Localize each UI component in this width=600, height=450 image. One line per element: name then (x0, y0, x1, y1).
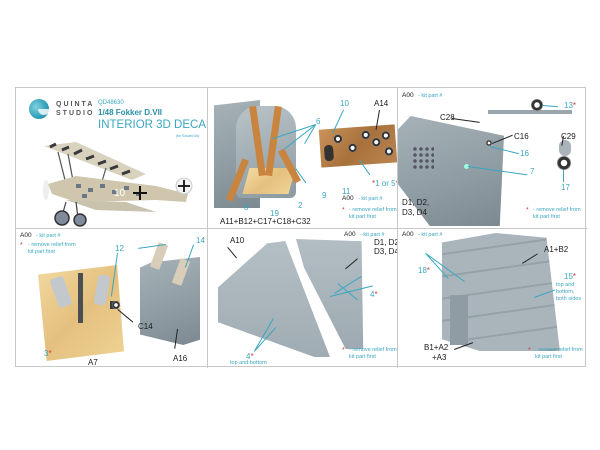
callout-19: 19 (270, 209, 279, 218)
part-c16: C16 (514, 132, 529, 141)
tail-panel: A00 - kit part # A10 D1, D2, D3, D4 4* 4… (208, 229, 397, 368)
callout-1-or-5: *1 or 5* (372, 179, 397, 188)
wing-panel: A00 - kit part # A1+B2 18* 15* top and b… (398, 229, 587, 368)
kit-note: (for Eduard kit) (176, 134, 200, 138)
part-c14: C14 (138, 322, 153, 331)
callout-16: 16 (520, 149, 529, 158)
legend-kit-part-text: - kit part # (358, 196, 383, 202)
legend-kit-part-text: - kit part # (36, 233, 61, 239)
legend-kit-part-text: - kit part # (360, 232, 385, 238)
callout-9: 9 (322, 191, 327, 200)
legend-kit-part-code: A00 (402, 231, 414, 238)
part-c28: C28 (440, 113, 455, 122)
legend-kit-part-code: A00 (402, 92, 414, 99)
legend-remove-relief-text: - remove relief from kit part first (349, 207, 397, 220)
callout-15: 15* (564, 272, 577, 281)
part-a3: +A3 (432, 353, 447, 362)
legend-kit-part-text: - kit part # (418, 232, 443, 238)
divider (16, 228, 587, 229)
legend-kit-part-code: A00 (20, 232, 32, 239)
part-c29: C29 (561, 132, 576, 141)
legend-star: * (20, 242, 23, 249)
fokker-biplane-image: 10 (43, 142, 193, 227)
instruction-sheet: QUINTA STUDIO QD48630 1/48 Fokker D.VII … (15, 87, 587, 368)
floor-board-image (38, 265, 124, 361)
instrument-gauge (323, 144, 334, 162)
legend-kit-part-code: A00 (342, 195, 354, 202)
callout-15-note: top and (556, 282, 575, 288)
part-a10: A10 (230, 236, 245, 245)
legend-remove-relief-text: - remove relief from kit part first (533, 207, 581, 220)
part-a14: A14 (374, 99, 389, 108)
floor-panel: A00 - kit part # * - remove relief from … (16, 229, 207, 368)
legend-kit-part-code: A00 (344, 231, 356, 238)
seat-panel: 10 A14 6 9 11 *1 or 5* 8 19 2 A11+B12+C1… (208, 88, 397, 228)
instrument-panel-image (318, 124, 397, 168)
part-d1-d2: D1, D2, (374, 238, 397, 247)
part-d3-d4: D3, D4 (374, 247, 397, 256)
callout-4-left: 4* (246, 352, 254, 361)
quinta-studio-logo-icon (29, 99, 50, 119)
part-d3-d4: D3, D4 (402, 208, 427, 217)
part-a7: A7 (88, 358, 98, 367)
part-d1-d2: D1, D2, (402, 198, 430, 207)
callout-12: 12 (115, 244, 124, 253)
assembly-parts-label: A11+B12+C17+C18+C32 (220, 217, 311, 226)
rail-part-image (488, 110, 572, 114)
callout-15-note: bottom, (556, 289, 575, 295)
bulkhead-image (140, 257, 200, 345)
callout-10: 10 (340, 99, 349, 108)
part-a16: A16 (173, 354, 188, 363)
callout-13: 13* (564, 101, 577, 110)
part-b1-a2: B1+A2 (424, 343, 449, 352)
callout-17: 17 (561, 183, 570, 192)
aileron-image (450, 295, 468, 345)
callout-7: 7 (530, 167, 535, 176)
legend-remove-relief-text: - remove relief from kit part first (535, 347, 583, 360)
legend-star: * (342, 207, 345, 214)
callout-3: 3* (44, 349, 52, 358)
legend-star: * (342, 347, 345, 354)
logo-line-2: STUDIO (56, 110, 95, 117)
callout-2: 2 (298, 201, 303, 210)
legend-remove-relief-text: - remove relief from kit part first (28, 242, 76, 255)
legend-star: * (526, 207, 529, 214)
legend-kit-part-text: - kit part # (418, 93, 443, 99)
callout-4-right: 4* (370, 290, 378, 299)
product-code: QD48630 (98, 100, 124, 106)
callout-14: 14 (196, 236, 205, 245)
svg-text:10: 10 (114, 188, 126, 199)
fuselage-panel: A00 - kit part # C28 13* C16 C29 16 7 17… (398, 88, 587, 228)
callout-11: 11 (342, 187, 351, 196)
callout-15-note: both sides (556, 296, 582, 302)
logo-line-1: QUINTA (56, 101, 95, 108)
callout-4-note: top and bottom (230, 360, 267, 366)
legend-remove-relief-text: - remove relief from kit part first (349, 347, 397, 360)
callout-8: 8 (244, 203, 249, 212)
part-a1-b2: A1+B2 (544, 245, 569, 254)
brand-logo-text: QUINTA STUDIO (56, 100, 94, 118)
vent-holes (412, 146, 434, 170)
title-panel: QUINTA STUDIO QD48630 1/48 Fokker D.VII … (16, 88, 207, 228)
model-name: 1/48 Fokker D.VII (98, 108, 163, 117)
legend-star: * (528, 347, 531, 354)
product-title: INTERIOR 3D DECAL (98, 119, 207, 131)
callout-18: 18* (418, 266, 431, 275)
callout-6: 6 (316, 117, 321, 126)
